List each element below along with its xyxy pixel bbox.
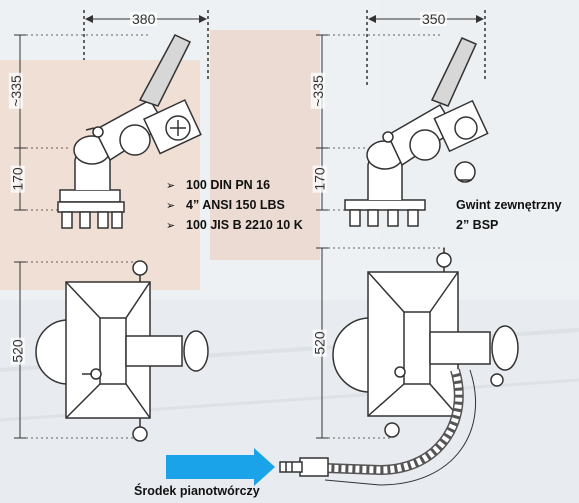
foam-inlet-arrow xyxy=(166,448,275,486)
bullet-arrow-icon: ➢ xyxy=(166,200,176,212)
dim-left-plan-size: 520 xyxy=(9,337,26,365)
flange-spec-item: ➢100 DIN PN 16 xyxy=(166,175,303,195)
dim-top-right-width: 350 xyxy=(420,11,448,27)
thread-note-line1: Gwint zewnętrzny xyxy=(456,198,562,212)
flange-spec-list: ➢100 DIN PN 16 ➢4” ANSI 150 LBS ➢100 JIS… xyxy=(166,175,303,235)
dim-right-plan-size: 520 xyxy=(311,329,328,357)
side-view-threaded xyxy=(316,10,489,227)
dim-right-height-upper: ~335 xyxy=(309,73,326,109)
bullet-arrow-icon: ➢ xyxy=(166,180,176,192)
flange-spec-item: ➢4” ANSI 150 LBS xyxy=(166,195,303,215)
bullet-arrow-icon: ➢ xyxy=(166,220,176,232)
side-view-flange xyxy=(14,10,209,229)
dim-top-left-width: 380 xyxy=(130,11,158,27)
dim-right-height-lower: 170 xyxy=(311,165,328,193)
dim-left-height-lower: 170 xyxy=(9,165,26,193)
plan-view-flange xyxy=(14,260,209,442)
thread-note-line2: 2” BSP xyxy=(456,218,499,232)
foam-inlet-label: Środek pianotwórczy xyxy=(134,484,260,498)
dim-left-height-upper: ~335 xyxy=(7,73,24,109)
flange-spec-item: ➢100 JIS B 2210 10 K xyxy=(166,215,303,235)
plan-view-threaded xyxy=(279,247,519,486)
